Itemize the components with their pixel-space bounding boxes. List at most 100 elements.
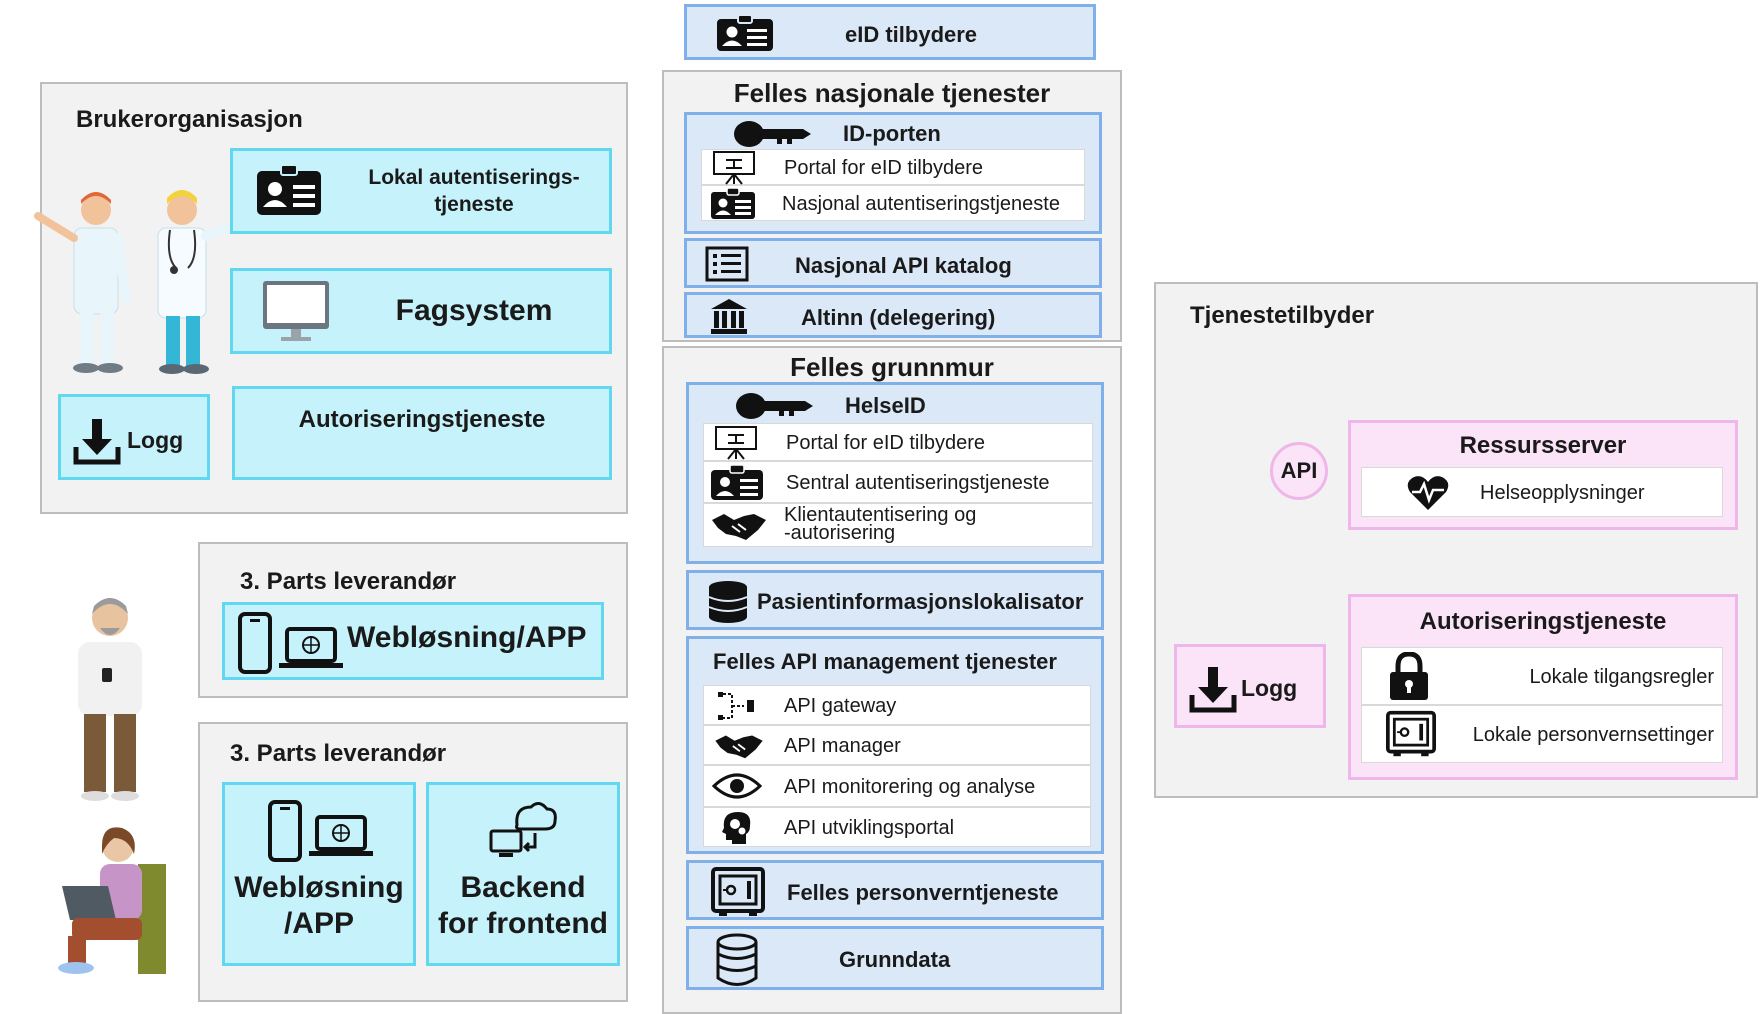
pasientinformasjon-label: Pasientinformasjonslokalisator — [757, 589, 1084, 614]
lokale-tilgangsregler-item[interactable]: Lokale tilgangsregler — [1361, 647, 1723, 705]
third-party-panel-2: 3. Parts leverandør Webløsning /APP Back… — [198, 722, 628, 1002]
download-icon — [1189, 665, 1237, 713]
api-utviklingsportal-label: API utviklingsportal — [784, 817, 955, 839]
ressursserver-box[interactable]: Ressursserver Helseopplysninger — [1348, 420, 1738, 530]
api-utviklingsportal-item[interactable]: API utviklingsportal — [703, 807, 1091, 847]
presentation-icon — [712, 150, 756, 186]
key-icon — [735, 391, 813, 421]
api-gateway-label: API gateway — [784, 695, 897, 717]
api-monitorering-item[interactable]: API monitorering og analyse — [703, 765, 1091, 807]
pasientinformasjon-box[interactable]: Pasientinformasjonslokalisator — [686, 570, 1104, 630]
api-management-box[interactable]: Felles API management tjenester API gate… — [686, 636, 1104, 854]
helseid-item-sentral[interactable]: Sentral autentiseringstjeneste — [703, 461, 1093, 503]
lokal-autentiseringstjeneste-label: Lokal autentiserings- tjeneste — [368, 166, 580, 216]
felles-grunnmur-panel: Felles grunnmur HelseID Portal for eID t… — [662, 346, 1122, 1014]
list-icon — [705, 246, 749, 282]
third-party-panel-1: 3. Parts leverandør Webløsning/APP — [198, 542, 628, 698]
tjenestetilbyder-title: Tjenestetilbyder — [1190, 302, 1375, 329]
institution-icon — [709, 297, 749, 335]
citizen-man-illustration — [68, 596, 152, 802]
felles-grunnmur-title: Felles grunnmur — [790, 351, 994, 382]
eid-tilbydere-label: eID tilbydere — [845, 22, 978, 47]
safe-icon — [711, 867, 765, 917]
logg-box-right[interactable]: Logg — [1174, 644, 1326, 728]
phone-laptop-icon-2 — [267, 799, 377, 863]
altinn-label: Altinn (delegering) — [801, 305, 996, 330]
idporten-box[interactable]: ID-porten Portal for eID tilbydere Nasjo… — [684, 112, 1102, 234]
fagsystem-label: Fagsystem — [395, 294, 553, 327]
weblosning-app-box-1[interactable]: Webløsning/APP — [222, 602, 604, 680]
helseid-box[interactable]: HelseID Portal for eID tilbydere Sentral… — [686, 382, 1104, 564]
database-outline-icon — [715, 933, 759, 987]
felles-nasjonale-panel: Felles nasjonale tjenester ID-porten Por… — [662, 70, 1122, 342]
lokale-tilgangsregler-label: Lokale tilgangsregler — [1529, 666, 1714, 688]
helseid-item-portal-label: Portal for eID tilbydere — [786, 432, 985, 454]
lokale-personvern-item[interactable]: Lokale personvernsettinger — [1361, 705, 1723, 763]
idporten-item-nasjonal-label: Nasjonal autentiseringstjeneste — [782, 193, 1060, 215]
cloud-sync-icon — [487, 799, 557, 861]
idporten-item-nasjonal[interactable]: Nasjonal autentiseringstjeneste — [701, 185, 1085, 221]
safe-icon — [1386, 710, 1436, 758]
id-card-icon — [255, 165, 323, 217]
grunndata-label: Grunndata — [839, 947, 951, 972]
heart-pulse-icon — [1406, 474, 1450, 512]
logg-label-right: Logg — [1241, 675, 1298, 701]
idporten-item-portal[interactable]: Portal for eID tilbydere — [701, 149, 1085, 185]
helseopplysninger-label: Helseopplysninger — [1480, 482, 1645, 504]
lokale-personvern-label: Lokale personvernsettinger — [1472, 724, 1714, 746]
api-gateway-item[interactable]: API gateway — [703, 685, 1091, 725]
felles-personvern-box[interactable]: Felles personverntjeneste — [686, 860, 1104, 920]
key-icon — [733, 119, 811, 149]
logg-label-left: Logg — [127, 427, 184, 453]
helseid-item-portal[interactable]: Portal for eID tilbydere — [703, 423, 1093, 461]
api-manager-item[interactable]: API manager — [703, 725, 1091, 765]
weblosning-app-label-2: Webløsning /APP — [234, 871, 404, 940]
eid-tilbydere-box[interactable]: eID tilbydere — [684, 4, 1096, 60]
api-management-title: Felles API management tjenester — [713, 649, 1057, 674]
backend-for-frontend-box[interactable]: Backend for frontend — [426, 782, 620, 966]
api-katalog-box[interactable]: Nasjonal API katalog — [684, 238, 1102, 288]
idporten-label: ID-porten — [843, 121, 941, 146]
felles-nasjonale-title: Felles nasjonale tjenester — [733, 77, 1051, 108]
fagsystem-box[interactable]: Fagsystem — [230, 268, 612, 354]
autoriseringstjeneste-box-left[interactable]: Autoriseringstjeneste — [232, 386, 612, 480]
helseid-item-klient[interactable]: Klientautentisering og -autorisering — [703, 503, 1093, 547]
grunndata-box[interactable]: Grunndata — [686, 926, 1104, 990]
helseid-item-sentral-label: Sentral autentiseringstjeneste — [786, 472, 1050, 494]
weblosning-app-label-1: Webløsning/APP — [347, 621, 587, 654]
api-monitorering-label: API monitorering og analyse — [784, 776, 1036, 798]
third-party-title-2: 3. Parts leverandør — [230, 740, 447, 767]
eye-icon — [712, 772, 762, 800]
id-card-icon — [710, 188, 756, 220]
logg-box-left[interactable]: Logg — [58, 394, 210, 480]
idporten-item-portal-label: Portal for eID tilbydere — [784, 157, 983, 179]
lokal-autentiseringstjeneste-box[interactable]: Lokal autentiserings- tjeneste — [230, 148, 612, 234]
autoriseringstjeneste-box-right[interactable]: Autoriseringstjeneste Lokale tilgangsreg… — [1348, 594, 1738, 780]
autoriseringstjeneste-label-right: Autoriseringstjeneste — [1419, 608, 1667, 635]
api-badge[interactable]: API — [1270, 442, 1328, 500]
handshake-icon — [710, 510, 768, 542]
flow-icon — [716, 690, 756, 722]
citizen-woman-illustration — [52, 824, 170, 974]
health-workers-illustration — [28, 188, 252, 378]
helseid-item-klient-label: Klientautentisering og -autorisering — [784, 504, 977, 544]
third-party-title-1: 3. Parts leverandør — [240, 568, 457, 595]
head-gears-icon — [718, 810, 754, 846]
monitor-icon — [261, 279, 331, 343]
api-manager-label: API manager — [784, 735, 901, 757]
ressursserver-label: Ressursserver — [1459, 432, 1627, 459]
backend-for-frontend-label: Backend for frontend — [438, 871, 608, 940]
phone-laptop-icon — [237, 611, 347, 675]
lock-icon — [1388, 652, 1430, 702]
helseopplysninger-item[interactable]: Helseopplysninger — [1361, 467, 1723, 517]
felles-personvern-label: Felles personverntjeneste — [787, 880, 1059, 905]
api-katalog-label: Nasjonal API katalog — [795, 253, 1012, 278]
helseid-label: HelseID — [845, 393, 926, 418]
altinn-box[interactable]: Altinn (delegering) — [684, 292, 1102, 338]
database-icon — [707, 579, 749, 625]
tjenestetilbyder-panel: Tjenestetilbyder API Ressursserver Helse… — [1154, 282, 1758, 798]
download-icon — [73, 417, 121, 465]
brukerorganisasjon-title: Brukerorganisasjon — [76, 106, 303, 133]
weblosning-app-box-2[interactable]: Webløsning /APP — [222, 782, 416, 966]
id-card-icon — [710, 465, 764, 501]
